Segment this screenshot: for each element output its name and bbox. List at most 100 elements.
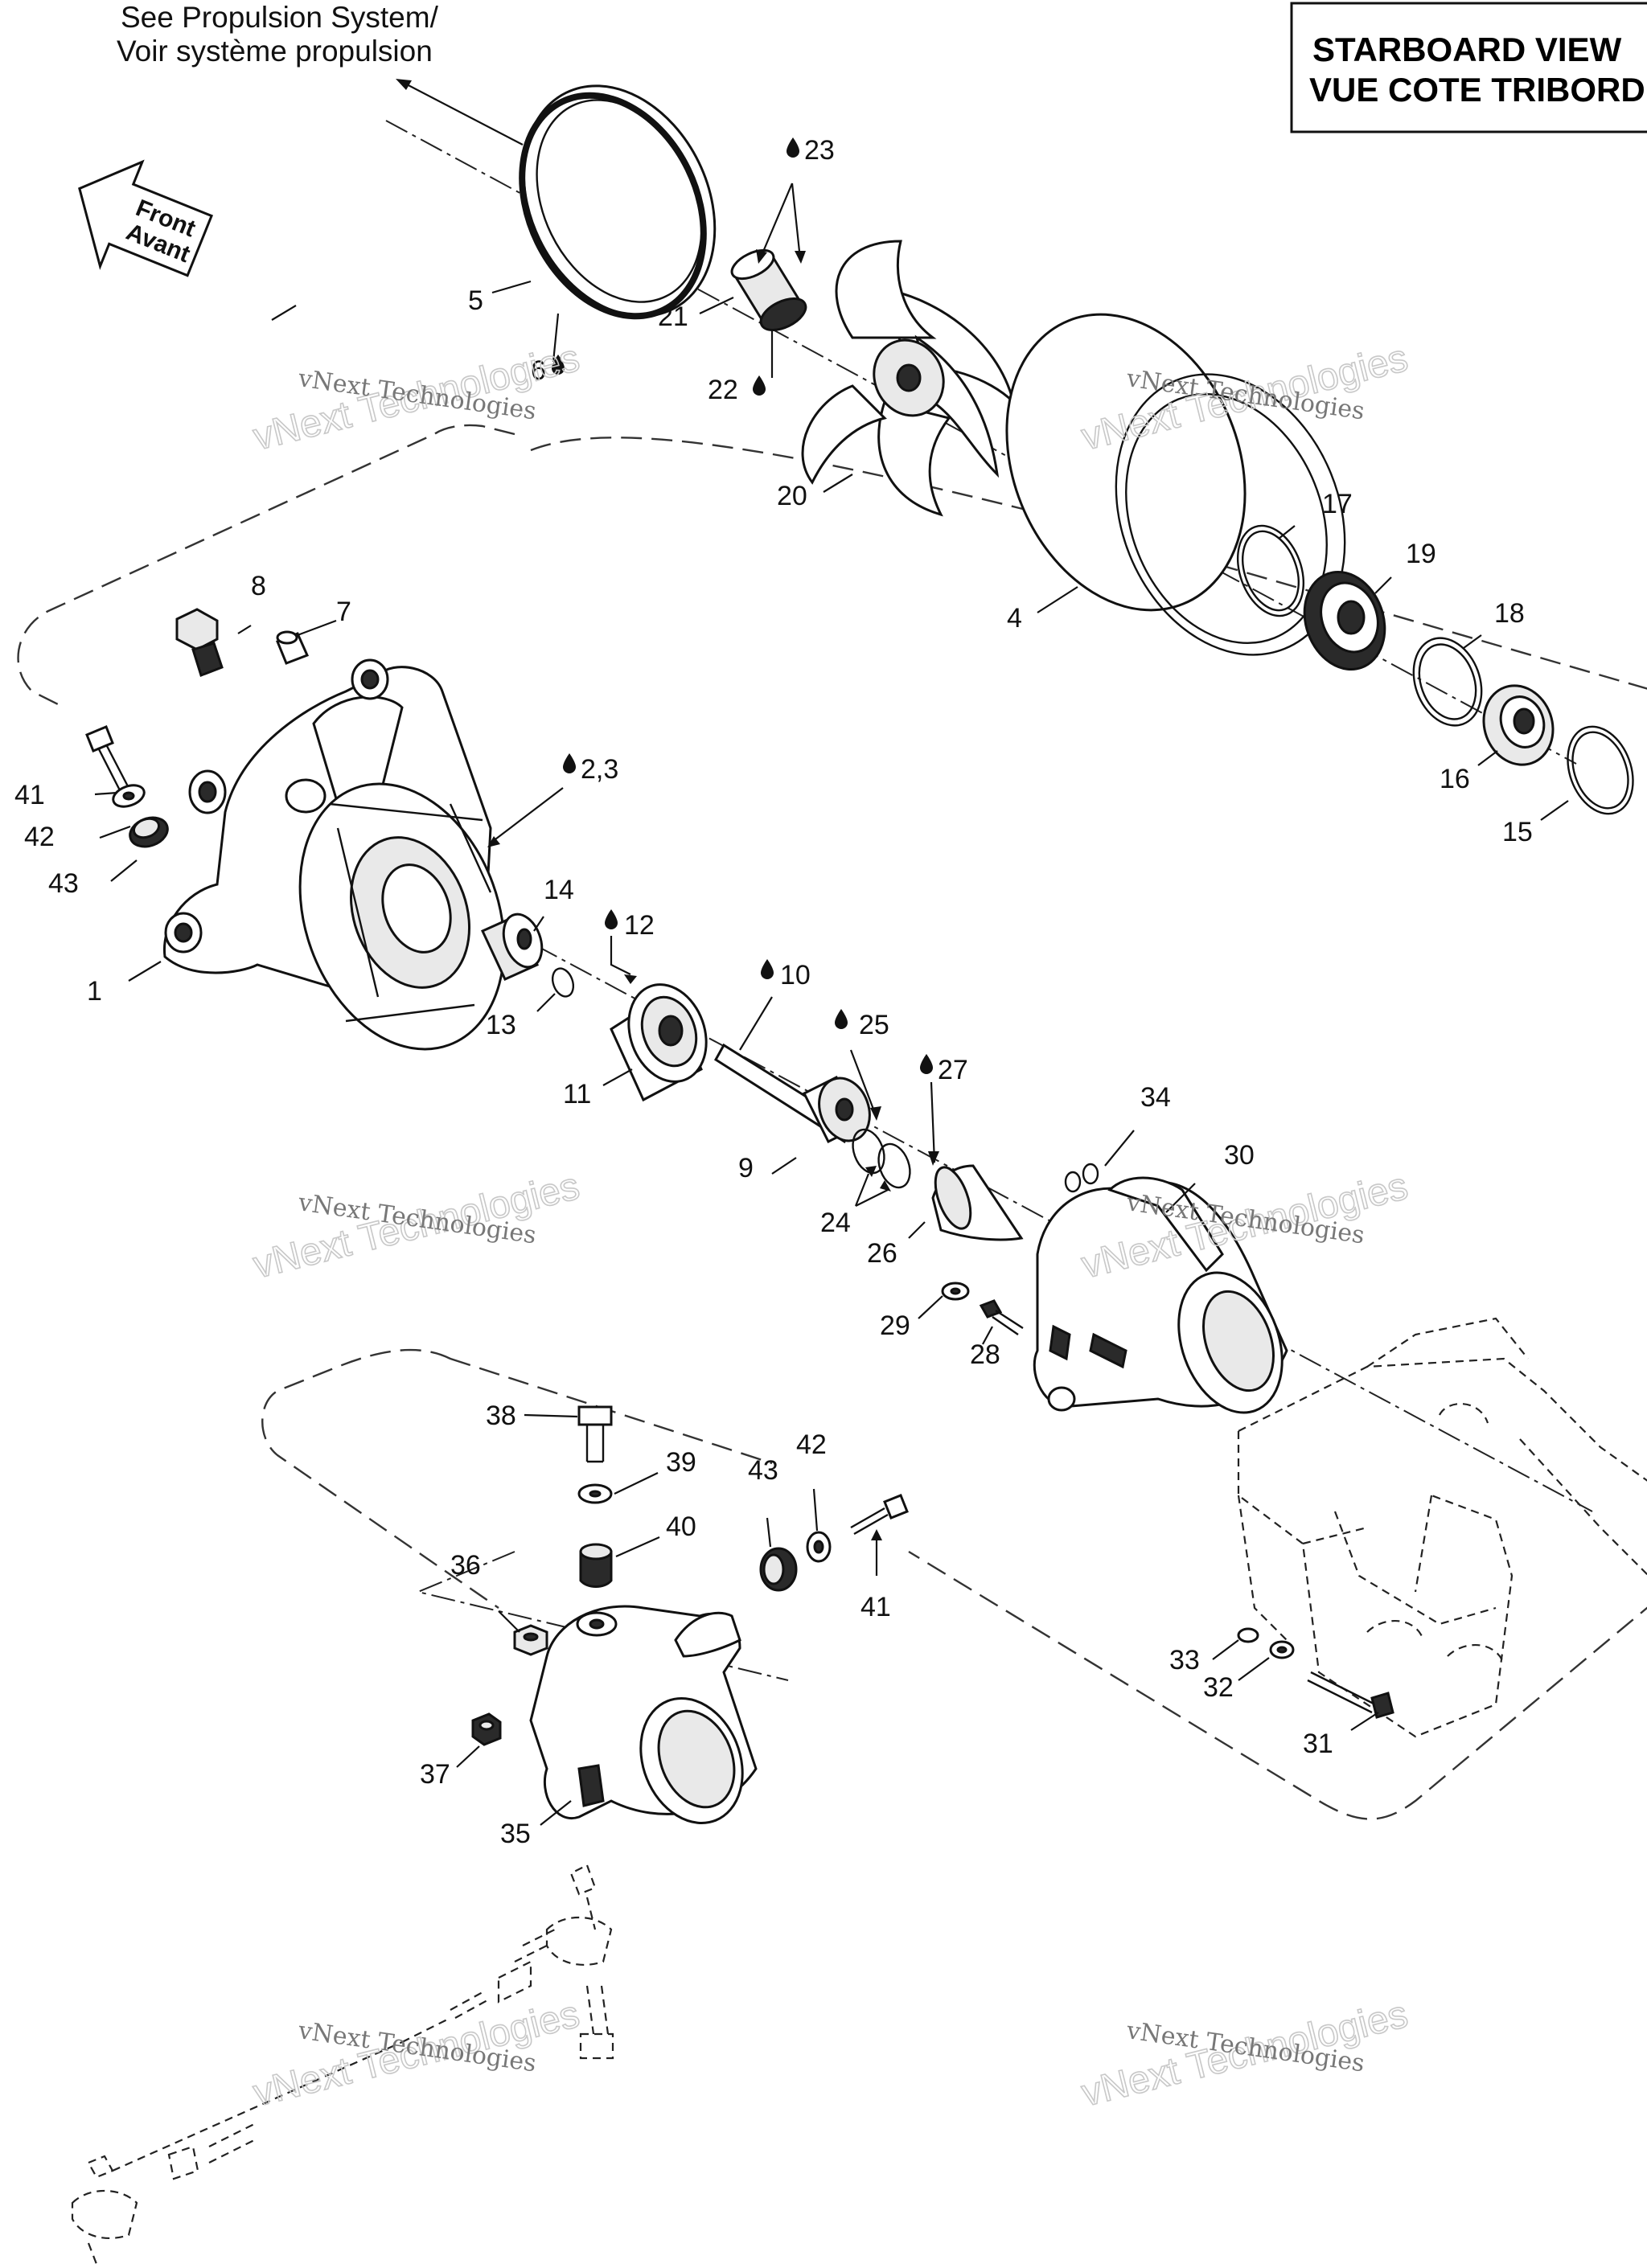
leader-lines [94,183,1569,1826]
o-ring-shaft [551,967,575,998]
callout-15: 15 [1502,817,1533,847]
callout-25: 25 [859,1010,889,1040]
callout-11: 11 [563,1079,591,1109]
ball-bearing-front [610,983,708,1102]
callout-20: 20 [777,481,807,511]
leader-arrowheads [487,249,939,1540]
callout-7: 7 [336,597,351,627]
front-arrow-icon: Front Avant [78,159,214,277]
impeller [801,240,1016,517]
callout-43-upper: 43 [48,868,79,899]
grommet-upper [129,816,169,848]
pump-cone [931,1164,1024,1241]
venturi [1033,1176,1288,1414]
callout-21: 21 [658,301,688,332]
pump-housing [162,658,506,1051]
watermark-6: vNext Technologies vNext Technologies [1077,1992,1412,2116]
callout-34: 34 [1140,1082,1171,1113]
nut-37 [471,1712,502,1746]
callout-36: 36 [450,1550,481,1581]
view-title-line1: STARBOARD VIEW [1312,31,1622,68]
callout-labels: 5 6 21 22 23 20 4 17 19 18 16 15 8 7 2,3… [14,135,1533,1849]
callout-30: 30 [1224,1140,1255,1171]
reference-note-line1: See Propulsion System/ [121,1,439,34]
pump-liner [1005,313,1346,656]
o-ring-34 [1064,1163,1099,1193]
callout-1: 1 [87,976,102,1007]
callout-35: 35 [500,1819,531,1849]
callout-24: 24 [820,1208,851,1238]
reference-note: See Propulsion System/ Voir système prop… [117,1,524,146]
steering-nozzle [529,1605,758,1825]
grommet-lower [759,1547,798,1592]
callout-42-upper: 42 [24,822,55,852]
reference-note-line2: Voir système propulsion [117,35,433,68]
screw-28 [979,1299,1024,1335]
callout-19: 19 [1406,539,1436,569]
callout-39: 39 [666,1447,696,1478]
reference-arrow [401,81,524,146]
wear-ring [519,84,717,320]
callout-17: 17 [1322,489,1353,519]
callout-28: 28 [970,1339,1000,1370]
watermark-1: vNext Technologies vNext Technologies [248,336,584,460]
nut-36 [513,1624,548,1656]
washer-29 [941,1282,970,1301]
callout-16: 16 [1440,764,1470,794]
callout-10: 10 [780,960,811,990]
circlip [1236,524,1305,617]
seal [1303,570,1386,671]
watermark-3: vNext Technologies vNext Technologies [248,1164,584,1288]
callout-33: 33 [1169,1645,1200,1675]
callout-42-lower: 42 [796,1429,827,1460]
callout-14: 14 [544,875,574,905]
shaft-axis [361,851,1593,1512]
o-ring-rear [1567,725,1634,815]
impeller-shaft [714,1043,871,1144]
spacer-ring [1412,637,1483,727]
callout-12: 12 [624,910,655,941]
hull-bracket-ghost [1237,1317,1647,1738]
spacer-40 [579,1543,613,1588]
watermark-5: vNext Technologies vNext Technologies [248,1992,584,2116]
washer-39 [577,1483,613,1504]
washer-32 [1269,1640,1295,1659]
callout-22: 22 [708,375,738,405]
callout-13: 13 [486,1010,516,1040]
callout-41-upper: 41 [14,780,45,810]
view-title-box: STARBOARD VIEW VUE COTE TRIBORD [1290,2,1647,133]
callout-8: 8 [251,571,266,601]
reference-arrowhead [396,79,412,90]
washer-lower [806,1531,832,1563]
venturi-region-outline [261,1348,773,1609]
callout-6: 6 [531,355,546,386]
bushing [276,630,310,665]
callout-23: 23 [804,135,835,166]
callout-18: 18 [1494,598,1525,629]
bolt-lower [850,1494,909,1536]
drain-plug [175,608,224,677]
shaft-sleeve [480,913,544,981]
bolt-upper [85,725,130,793]
washer-upper [112,784,146,808]
callout-38: 38 [486,1401,516,1431]
callout-43-lower: 43 [748,1455,778,1486]
callout-40: 40 [666,1511,696,1542]
screw-31 [1307,1671,1394,1719]
callout-9: 9 [738,1153,754,1183]
callout-27: 27 [938,1055,968,1085]
bolt-38 [577,1405,613,1463]
o-ring-24 [877,1142,911,1189]
steering-linkage-ghost [71,1864,614,2265]
callout-26: 26 [867,1238,897,1269]
callout-37: 37 [420,1759,450,1790]
callout-2-3: 2,3 [581,754,618,785]
impeller-sleeve [730,248,807,331]
ball-bearing-rear [1482,684,1555,766]
washer-33 [1237,1627,1259,1643]
callout-4: 4 [1007,603,1022,634]
view-title-line2: VUE COTE TRIBORD [1309,71,1645,109]
callout-32: 32 [1203,1672,1234,1703]
jet-pump-region-outline [17,424,1647,1820]
